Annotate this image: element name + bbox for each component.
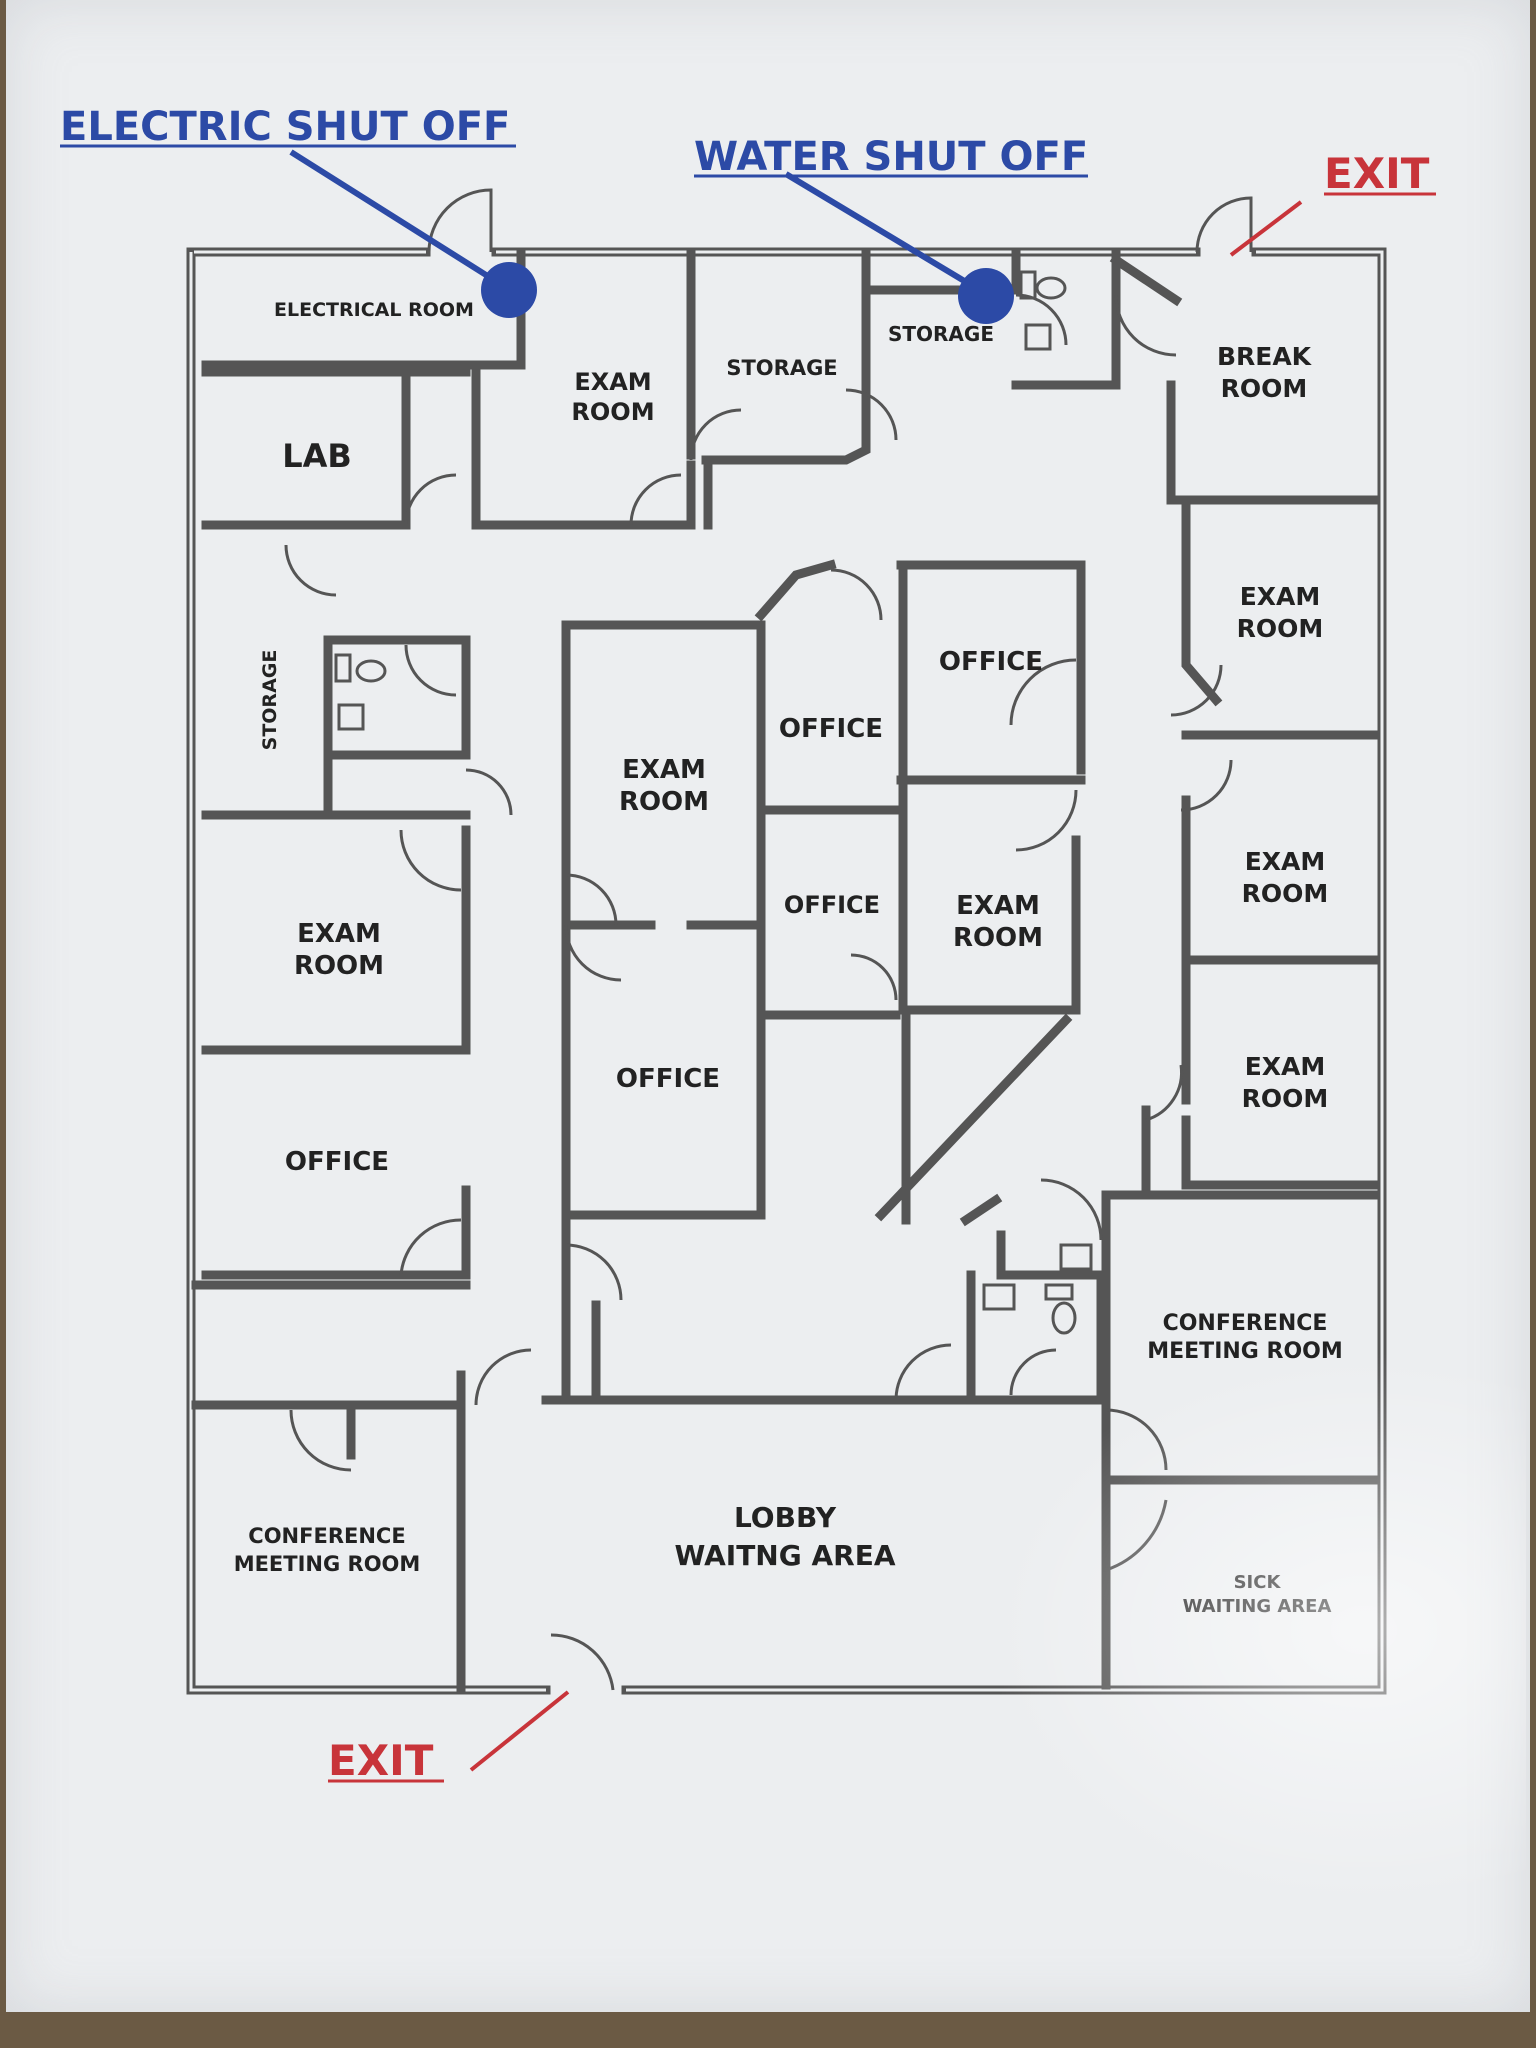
water-shutoff-marker	[958, 268, 1014, 324]
water-shutoff-annotation: WATER SHUT OFF	[694, 134, 1088, 324]
room-label-lab: LAB	[282, 437, 352, 475]
electric-shutoff-annotation: ELECTRIC SHUT OFF	[60, 104, 537, 318]
room-label-storage-top-1: STORAGE	[726, 356, 837, 380]
room-label-exam-center-line2: ROOM	[619, 787, 709, 817]
interior-walls	[191, 247, 1381, 1695]
room-label-conference-left-line1: CONFERENCE	[248, 1524, 405, 1548]
room-label-office-lower: OFFICE	[616, 1064, 720, 1094]
exit-bottom-label: EXIT	[328, 1736, 434, 1785]
room-label-conference-right-line2: MEETING ROOM	[1147, 1339, 1343, 1364]
exit-bottom-annotation: EXIT	[328, 1690, 570, 1785]
room-label-exam-right-1-line1: EXAM	[1240, 582, 1321, 611]
room-label-exam-top-line2: ROOM	[571, 398, 654, 426]
room-label-sick-line2: WAITING AREA	[1183, 1596, 1332, 1617]
electric-shutoff-label: ELECTRIC SHUT OFF	[60, 104, 510, 150]
restroom-fixtures	[334, 270, 1093, 1335]
water-shutoff-label: WATER SHUT OFF	[694, 134, 1088, 180]
room-label-exam-right-3-line1: EXAM	[1245, 1052, 1326, 1081]
outer-walls	[186, 247, 1387, 1695]
exit-top-annotation: EXIT	[1229, 149, 1436, 257]
exit-bottom-pointer	[469, 1690, 570, 1772]
room-label-break-room-line1: BREAK	[1217, 342, 1313, 371]
room-label-storage-top-2: STORAGE	[888, 322, 994, 346]
floor-plan-diagram: ELECTRICAL ROOM EXAM ROOM STORAGE STORAG…	[60, 104, 1436, 1785]
room-label-exam-right-2-line1: EXAM	[1245, 847, 1326, 876]
room-label-conference-right-line1: CONFERENCE	[1163, 1311, 1328, 1336]
room-label-office-top-right: OFFICE	[939, 647, 1043, 677]
room-label-office-small: OFFICE	[784, 891, 880, 919]
room-label-exam-center-line1: EXAM	[622, 755, 706, 785]
room-label-exam-left-line1: EXAM	[297, 919, 381, 949]
room-label-exam-right-1-line2: ROOM	[1237, 614, 1324, 643]
room-label-sick-line1: SICK	[1234, 1572, 1282, 1593]
room-label-exam-right-2-line2: ROOM	[1242, 879, 1329, 908]
room-label-exam-center-right-line2: ROOM	[953, 923, 1043, 953]
exit-top-pointer	[1229, 200, 1303, 257]
exit-top-label: EXIT	[1324, 149, 1430, 198]
room-label-office-left: OFFICE	[285, 1147, 389, 1177]
room-label-lobby-line2: WAITNG AREA	[674, 1539, 895, 1572]
room-label-electrical-room: ELECTRICAL ROOM	[274, 299, 474, 321]
electric-shutoff-pointer	[289, 149, 496, 283]
room-label-storage-left: STORAGE	[259, 650, 281, 751]
room-label-exam-top-line1: EXAM	[574, 368, 651, 396]
room-label-exam-left-line2: ROOM	[294, 951, 384, 981]
room-label-exam-right-3-line2: ROOM	[1242, 1084, 1329, 1113]
room-label-exam-center-right-line1: EXAM	[956, 891, 1040, 921]
room-label-office-top-left: OFFICE	[779, 714, 883, 744]
water-shutoff-pointer	[784, 171, 973, 288]
room-label-conference-left-line2: MEETING ROOM	[234, 1552, 421, 1576]
door-swings	[284, 188, 1253, 1691]
room-label-lobby-line1: LOBBY	[734, 1501, 837, 1534]
floor-plan-sheet: ELECTRICAL ROOM EXAM ROOM STORAGE STORAG…	[6, 0, 1530, 2012]
room-label-break-room-line2: ROOM	[1221, 374, 1308, 403]
electric-shutoff-marker	[481, 262, 537, 318]
